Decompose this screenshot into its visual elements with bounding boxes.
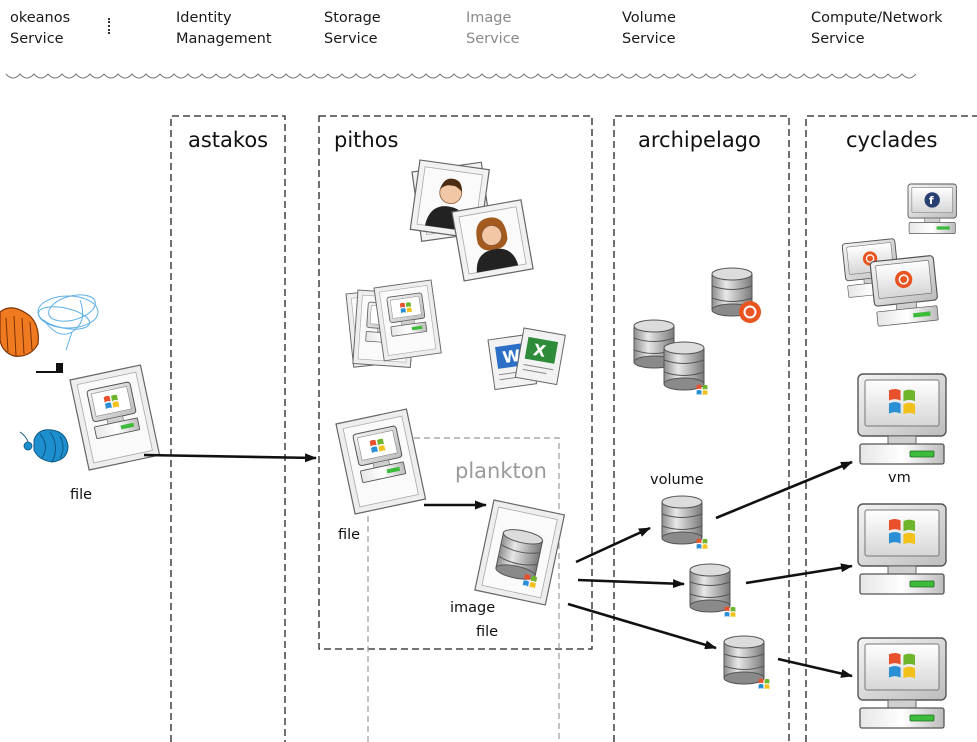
astakos-title: astakos <box>188 128 268 152</box>
fedora-computer-icon: f <box>907 183 957 234</box>
svg-text:W: W <box>501 346 521 367</box>
image-file-icon <box>474 499 566 606</box>
service-identity-line2: Management <box>176 31 272 47</box>
service-identity: Identity Management <box>176 8 272 50</box>
service-compute-line1: Compute/Network <box>811 10 943 26</box>
volume-label: volume <box>650 472 704 488</box>
service-okeanos: okeanos Service <box>10 8 70 50</box>
pithos-box <box>318 115 593 650</box>
volume-icon-2 <box>689 563 736 618</box>
service-storage-line2: Service <box>324 31 378 47</box>
client-file-label: file <box>70 487 92 503</box>
header-separator <box>108 18 112 34</box>
vm-icon-1 <box>858 374 946 464</box>
arrow-image-to-volume-3 <box>567 602 717 650</box>
database-pair-icon <box>633 319 708 396</box>
service-volume-line1: Volume <box>622 10 676 26</box>
arrow-volume-to-vm-3 <box>777 657 853 678</box>
ubuntu-computers-icon <box>841 238 939 327</box>
wave-divider <box>5 73 917 79</box>
user-illustration <box>0 294 99 463</box>
service-image-line2: Service <box>466 31 520 47</box>
pithos-file-label: file <box>338 527 360 543</box>
svg-text:X: X <box>532 340 548 361</box>
people-photos-icon <box>409 159 534 282</box>
pithos-file-icon <box>336 409 426 514</box>
image-stack-icon <box>346 280 441 367</box>
cyclades-column <box>805 115 977 742</box>
vm-label: vm <box>888 470 911 486</box>
service-volume: Volume Service <box>622 8 676 50</box>
service-image: Image Service <box>466 8 520 50</box>
service-compute-line2: Service <box>811 31 865 47</box>
archipelago-title: archipelago <box>638 128 761 152</box>
vm-icon-3 <box>858 638 946 728</box>
pithos-title: pithos <box>334 128 399 152</box>
service-compute: Compute/Network Service <box>811 8 943 50</box>
service-storage-line1: Storage <box>324 10 381 26</box>
image-label-line2: file <box>476 624 498 640</box>
plankton-box <box>367 437 560 742</box>
archipelago-column <box>613 115 790 742</box>
volume-icon-1 <box>661 495 708 550</box>
arrow-volume-to-vm-2 <box>745 563 853 585</box>
database-ubuntu-icon <box>711 267 761 323</box>
volume-icon-3 <box>723 635 770 690</box>
service-okeanos-line2: Service <box>10 31 64 47</box>
vm-icon-2 <box>858 504 946 594</box>
service-identity-line1: Identity <box>176 10 232 26</box>
arrow-client-to-pithos <box>143 453 317 463</box>
cyclades-title: cyclades <box>846 128 937 152</box>
documents-icon: W X <box>487 327 566 391</box>
service-okeanos-line1: okeanos <box>10 10 71 26</box>
image-label-line1: image <box>450 600 495 616</box>
arrow-volume-to-vm-1 <box>715 460 853 520</box>
plankton-title: plankton <box>455 459 547 483</box>
arrow-image-to-volume-2 <box>577 578 685 589</box>
service-volume-line2: Service <box>622 31 676 47</box>
svg-text:f: f <box>929 194 934 207</box>
arrow-image-to-volume-1 <box>575 526 651 564</box>
service-storage: Storage Service <box>324 8 381 50</box>
astakos-column <box>170 115 286 742</box>
service-image-line1: Image <box>466 10 512 26</box>
